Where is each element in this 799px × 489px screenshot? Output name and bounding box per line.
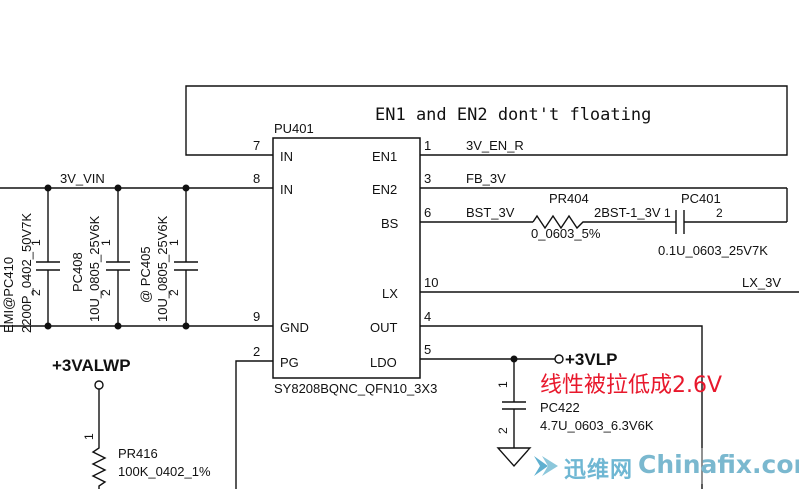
cap-pin1: 1 (664, 206, 671, 220)
cap-pin2: 2 (167, 289, 181, 296)
watermark-cn: 迅维网 (564, 458, 634, 483)
cap-pin2: 2 (716, 206, 723, 220)
power-port-circle (554, 354, 564, 364)
cap-ref-pc408: PC408 (70, 252, 85, 292)
resistor-pr416: 1 PR416 100K_0402_1% (82, 389, 211, 489)
net-label-lx-3v: LX_3V (742, 275, 781, 290)
pin-6-bs: 6 BS BST_3V (381, 205, 533, 231)
power-label-3valwp: +3VALWP (52, 356, 131, 375)
cap-pin1: 1 (99, 239, 113, 246)
pin-number: 6 (424, 205, 431, 220)
cap-value-pc401: 0.1U_0603_25V7K (658, 243, 768, 258)
pin-name: BS (381, 216, 399, 231)
pin-number: 5 (424, 342, 431, 357)
net-label-bst-3v: BST_3V (466, 205, 515, 220)
pin-number: 8 (253, 171, 260, 186)
power-label-3vlp: +3VLP (565, 350, 617, 369)
cap-pin1: 1 (167, 239, 181, 246)
pin-name: OUT (370, 320, 398, 335)
capacitor-pc401: PC401 1 2 0.1U_0603_25V7K (658, 188, 788, 258)
net-label-2bst-1-3v: 2BST-1_3V (594, 205, 661, 220)
cap-value-pc422: 4.7U_0603_6.3V6K (540, 418, 654, 433)
pin-number: 7 (253, 138, 260, 153)
pin-10-lx: 10 LX LX_3V (382, 275, 799, 301)
cap-value-pc410: 2200P_0402_50V7K (19, 213, 34, 333)
ic-body (272, 137, 421, 379)
pin-number: 10 (424, 275, 438, 290)
ic-part-number: SY8208BQNC_QFN10_3X3 (274, 381, 437, 396)
ic-refdes: PU401 (274, 121, 314, 136)
ground-symbol (496, 447, 532, 468)
pin-name: EN1 (372, 149, 397, 164)
cap-value-pc408: 10U_0805_25V6K (87, 215, 102, 322)
resistor-value-pr404: 0_0603_5% (531, 226, 601, 241)
watermark (528, 448, 792, 484)
net-label-3v-vin: 3V_VIN (60, 171, 105, 186)
resistor-ref-pr404: PR404 (549, 191, 589, 206)
resistor-value-pr416: 100K_0402_1% (118, 464, 211, 479)
pin-name: EN2 (372, 182, 397, 197)
capacitor-pc410: 1 2 (29, 188, 60, 326)
cap-value-pc405: 10U_0805_25V6K (155, 215, 170, 322)
pin-name: LX (382, 286, 398, 301)
net-label-fb-3v: FB_3V (466, 171, 506, 186)
cap-pin1: 1 (496, 381, 510, 388)
pin-number: 9 (253, 309, 260, 324)
cap-ref-pc410: EMI@PC410 (1, 257, 16, 333)
capacitor-pc422: 1 2 PC422 4.7U_0603_6.3V6K (496, 359, 654, 448)
resistor-pin1: 1 (82, 433, 96, 440)
capacitor-pc405: 1 2 (167, 188, 198, 326)
pin-5-ldo: 5 LDO (370, 342, 555, 370)
pin-name: GND (280, 320, 309, 335)
cap-pin2: 2 (99, 289, 113, 296)
cap-ref-pc422: PC422 (540, 400, 580, 415)
pin-1-en1: 1 EN1 3V_EN_R (372, 138, 524, 164)
cap-pin2: 2 (29, 289, 43, 296)
pin-2-pg: 2 PG (235, 344, 299, 489)
cap-pin1: 1 (29, 239, 43, 246)
red-annotation: 线性被拉低成2.6V (540, 373, 722, 398)
cap-ref-pc405: @ PC405 (138, 246, 153, 303)
capacitor-pc408: 1 2 (99, 188, 130, 326)
pin-4-out: 4 OUT (370, 309, 703, 489)
cap-pin2: 2 (496, 427, 510, 434)
cap-ref-pc401: PC401 (681, 191, 721, 206)
pin-7-in: 7 IN (253, 138, 293, 164)
pin-8-in: 8 IN (0, 171, 293, 197)
pin-name: LDO (370, 355, 397, 370)
pin-number: 4 (424, 309, 431, 324)
resistor-ref-pr416: PR416 (118, 446, 158, 461)
floating-note: EN1 and EN2 dont't floating (375, 105, 651, 125)
resistor-pr404: PR404 0_0603_5% 2BST-1_3V (531, 191, 676, 241)
watermark-en: Chinafix.com (638, 450, 799, 479)
pin-name: IN (280, 149, 293, 164)
en-loop-wire (185, 85, 788, 156)
pin-name: IN (280, 182, 293, 197)
power-port-circle (94, 380, 104, 390)
pin-3-en2: 3 EN2 FB_3V (372, 171, 787, 197)
pin-number: 1 (424, 138, 431, 153)
pin-number: 3 (424, 171, 431, 186)
chinafix-logo-icon (534, 456, 558, 476)
pin-name: PG (280, 355, 299, 370)
pin-number: 2 (253, 344, 260, 359)
net-label-3v-en-r: 3V_EN_R (466, 138, 524, 153)
